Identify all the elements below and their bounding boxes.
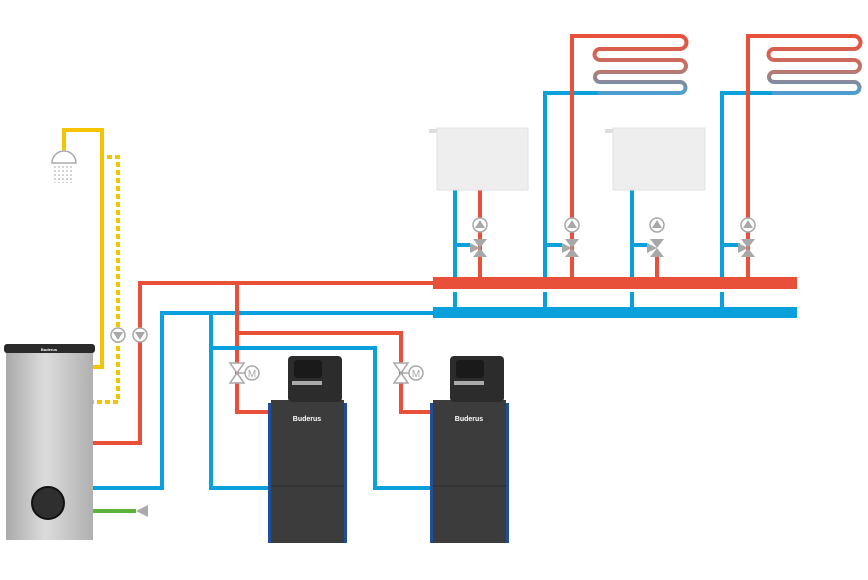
pump-arrow-icon xyxy=(113,332,123,340)
floor-heating-coils xyxy=(592,34,863,95)
boiler-2: Buderus xyxy=(430,356,509,543)
heating-circuits xyxy=(453,34,772,313)
boiler-logo: Buderus xyxy=(293,416,322,423)
floor-coil-1 xyxy=(592,34,689,95)
pump-arrow-icon xyxy=(743,220,753,228)
mixing-valve-icon xyxy=(562,239,579,257)
pump-arrow-icon xyxy=(135,332,145,340)
radiator xyxy=(605,127,706,191)
supply-manifold xyxy=(433,277,797,289)
svg-text:M: M xyxy=(248,369,256,380)
motor-icon xyxy=(244,365,260,381)
boiler-1: Buderus xyxy=(268,356,347,543)
cold-water-arrow-icon xyxy=(136,505,148,517)
tank-supply-pipe xyxy=(93,281,433,445)
svg-text:M: M xyxy=(412,369,420,380)
motor-icon xyxy=(408,365,424,381)
boiler1-return-pipe xyxy=(209,313,272,490)
pump-arrow-icon xyxy=(652,220,662,228)
pump-arrow-icon xyxy=(567,220,577,228)
hot-water-circulation-pipe xyxy=(93,155,120,404)
tank-logo: Buderus xyxy=(41,347,58,352)
hot-water-supply-pipe xyxy=(62,128,104,369)
tank-pipes xyxy=(93,281,433,513)
pump-arrow-icon xyxy=(475,220,485,228)
radiator xyxy=(429,127,529,191)
boiler2-return-pipe xyxy=(211,346,434,490)
floor-coil-2 xyxy=(766,34,863,95)
hot-water-tank: Buderus xyxy=(4,344,95,540)
mixing-valve-icon xyxy=(470,239,487,257)
tank-return-pipe xyxy=(93,311,433,490)
shower-icon xyxy=(51,150,77,183)
mixing-valve-icon xyxy=(647,239,664,257)
boiler-logo: Buderus xyxy=(455,416,484,423)
return-manifold xyxy=(433,307,797,318)
boiler1-supply-pipe xyxy=(235,283,272,414)
tank-flange xyxy=(31,486,65,520)
hot-water-pipes xyxy=(62,128,120,404)
mixing-valve-icon xyxy=(738,239,755,257)
